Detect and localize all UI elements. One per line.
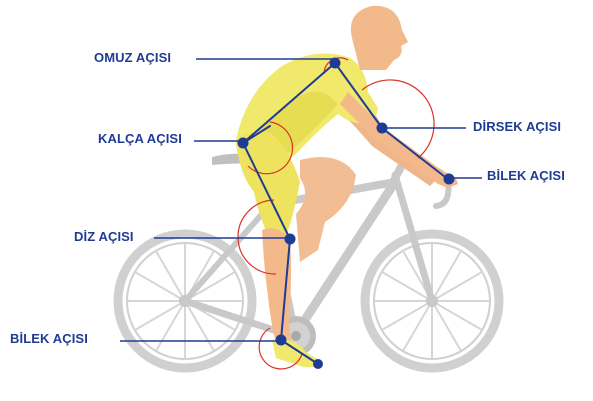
knee-angle-label: DİZ AÇISI bbox=[74, 229, 134, 244]
wrist-joint-dot bbox=[444, 174, 455, 185]
wrist-angle-label: BİLEK AÇISI bbox=[487, 168, 565, 183]
elbow-angle-label: DİRSEK AÇISI bbox=[473, 119, 561, 134]
hip-angle-label: KALÇA AÇISI bbox=[98, 131, 182, 146]
shoulder-joint-dot bbox=[330, 58, 341, 69]
hip-joint-dot bbox=[238, 138, 249, 149]
elbow-joint-dot bbox=[377, 123, 388, 134]
toe-joint-dot bbox=[313, 359, 323, 369]
shoulder-angle-label: OMUZ AÇISI bbox=[94, 50, 171, 65]
ankle-angle-label: BİLEK AÇISI bbox=[10, 331, 88, 346]
knee-joint-dot bbox=[285, 234, 296, 245]
ankle-joint-dot bbox=[276, 335, 287, 346]
